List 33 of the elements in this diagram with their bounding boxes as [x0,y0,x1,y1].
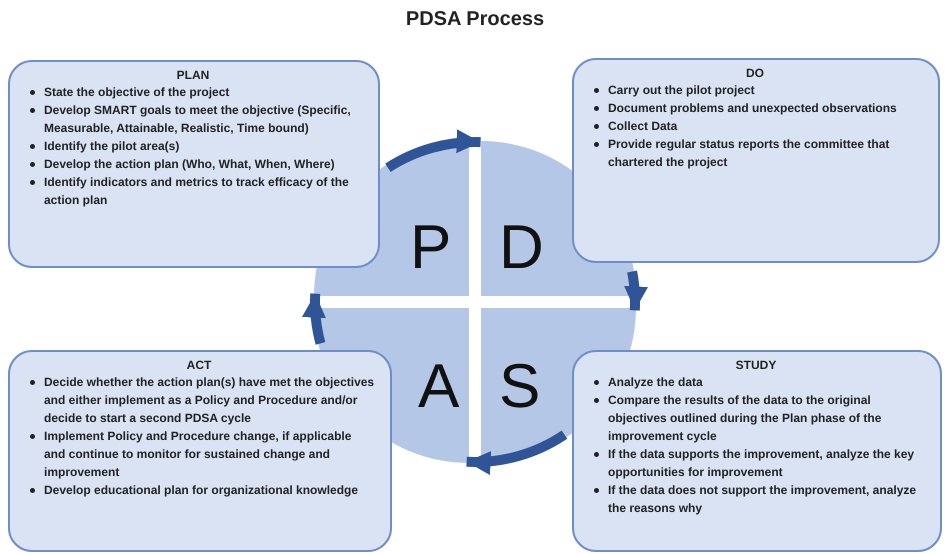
diagram-title: PDSA Process [404,8,546,31]
cycle-arrow [385,130,481,172]
text-box [8,350,392,552]
bullet-text: If the data does not support the improvement, analyze the reasons why [608,483,916,515]
bullet-text: Compare the results of the data to the original objectives outlined during the Plan phase of the improvement cycle [608,393,882,443]
quadrant-letter: D [499,217,544,279]
quadrant-letter: S [499,356,540,418]
bullet-text: Identify indicators and metrics to track efficacy of the action plan [44,175,349,207]
cycle-arrow [302,294,327,345]
bullet-text: Carry out the pilot project [608,83,755,97]
bullet-text: Document problems and unexpected observations [608,101,897,115]
bullet-text: Develop the action plan (Who, What, When, Where) [44,157,335,171]
box-heading: PLAN [176,68,210,82]
quadrant-letter: P [410,217,452,279]
bullet-text: Implement Policy and Procedure change, if applicable and continue to monitor for sustained change and improvement [44,429,352,479]
bullet-text: State the objective of the project [44,85,230,99]
bullet-text: Develop educational plan for organizational knowledge [44,483,358,497]
box-heading: ACT [186,358,212,372]
quadrant-letter: A [418,356,460,418]
bullet-text: Collect Data [608,119,678,133]
cycle-arrow [466,430,568,474]
text-box [572,58,940,263]
text-box [572,350,942,552]
bullet-text: Identify the pilot area(s) [44,139,180,153]
box-heading: DO [746,66,764,80]
cycle-arrow [623,270,648,310]
bullet-text: Decide whether the action plan(s) have met the objectives and either implement as a Policy and Procedure and/or decide to start a second PDSA cycle [44,375,374,425]
bullet-text: If the data supports the improvement, analyze the key opportunities for improvement [608,447,914,479]
bullet-text: Provide regular status reports the committee that chartered the project [608,137,890,169]
bullet-text: Develop SMART goals to meet the objective (Specific, Measurable, Attainable, Realistic, Time bound) [44,103,351,135]
box-heading: STUDY [736,358,776,372]
bullet-text: Analyze the data [608,375,703,389]
text-box [8,60,380,268]
